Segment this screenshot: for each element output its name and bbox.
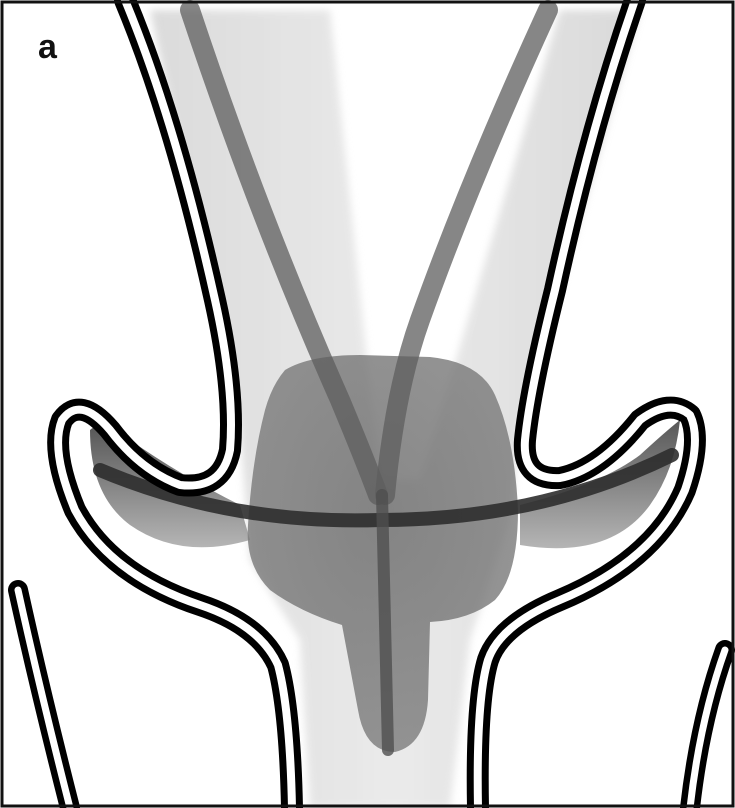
- beam-vertical: [382, 495, 388, 750]
- panel-label: a: [38, 28, 58, 66]
